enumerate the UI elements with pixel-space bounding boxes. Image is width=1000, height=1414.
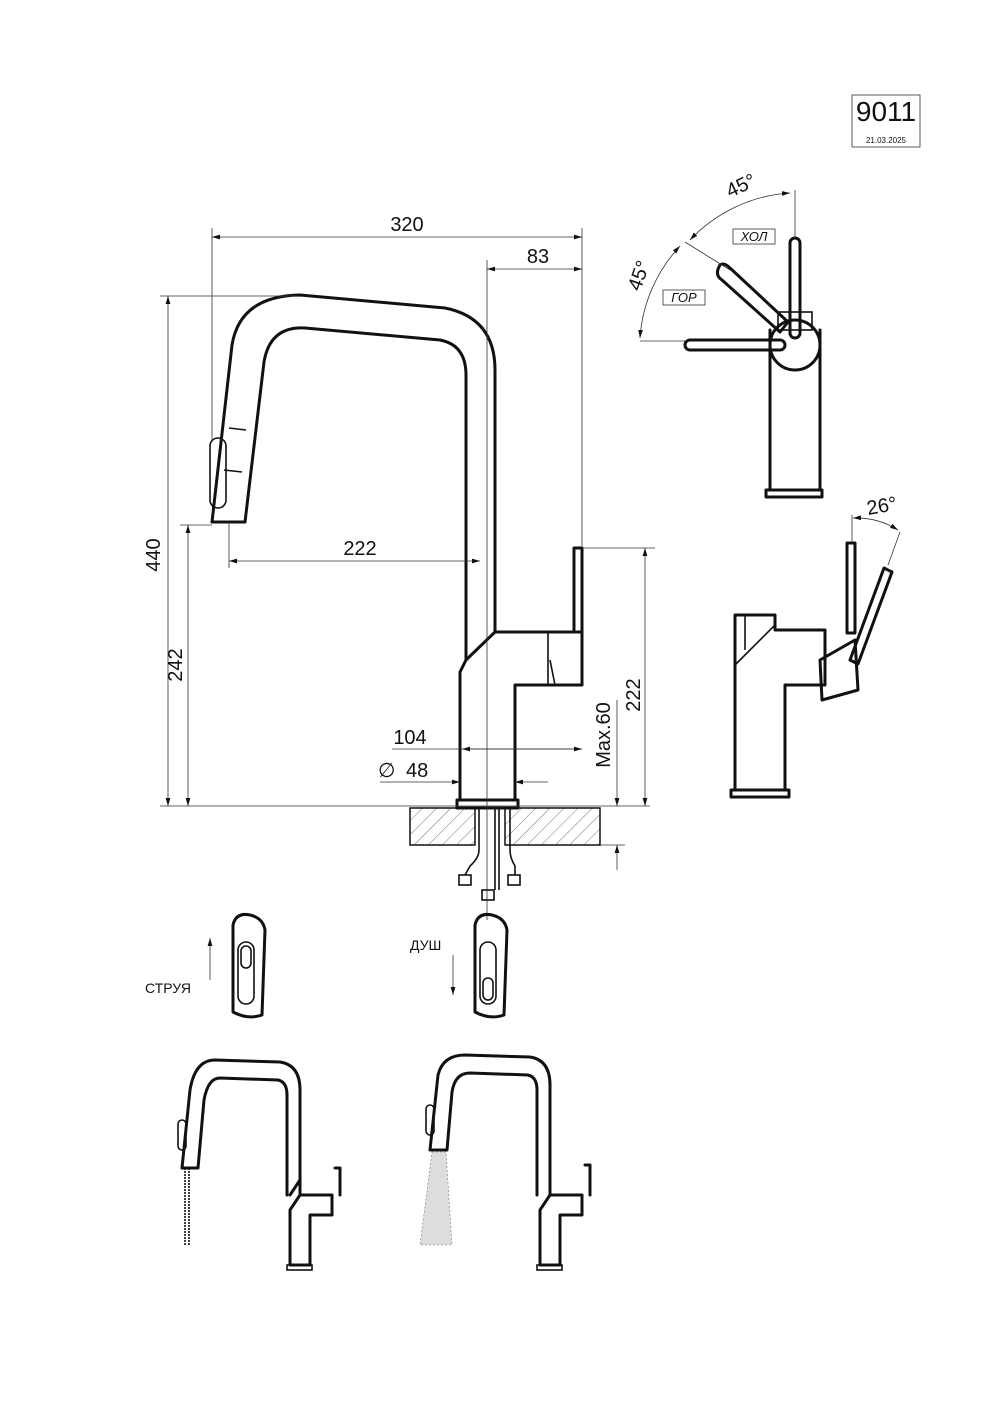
faucet-shower-mode: [419, 1053, 592, 1271]
spout-inner: [243, 326, 468, 662]
faucet-outline-shower: [428, 1053, 592, 1267]
button-slot-stream: [237, 941, 255, 1005]
spray-button: [209, 437, 227, 509]
tilt-lever-closed: [845, 541, 857, 635]
base-stream: [286, 1264, 313, 1271]
base-plate: [455, 798, 520, 810]
base-shower: [536, 1264, 563, 1271]
dim-83-label: 83: [527, 246, 549, 268]
tilt-angle-arc: [852, 515, 899, 531]
body: [458, 546, 584, 802]
hose-nut-left: [458, 874, 472, 886]
dim-320-label: 320: [390, 214, 423, 236]
mode-stream-detail: СТРУЯ: [145, 913, 267, 1019]
button-shower-pressed: [482, 977, 494, 1001]
dim-222-reach-label: 222: [343, 538, 376, 560]
mode-shower-detail: ДУШ: [410, 913, 509, 1019]
dim-104-label: 104: [393, 727, 426, 749]
dim-242-label: 242: [165, 648, 187, 681]
lever-hot-position: [683, 338, 787, 352]
lever-mid-position: [715, 262, 790, 334]
dimension-lines: 320 83 440 242 222 222 Max.60 104 ∅ 48: [143, 214, 655, 870]
shower-label: ДУШ: [410, 937, 441, 953]
supply-hoses: [464, 808, 516, 890]
countertop-left: [409, 807, 476, 846]
head-button-stream: [177, 1119, 187, 1151]
dim-48-label: 48: [406, 760, 428, 782]
countertop-right: [504, 807, 601, 846]
title-frame: [851, 94, 921, 148]
side-base: [764, 488, 824, 499]
lever-cold-position: [788, 236, 802, 340]
hot-label: ГОР: [671, 290, 697, 305]
tilt-handle: [818, 638, 860, 702]
diameter-symbol: ∅: [378, 760, 395, 782]
faucet-outline-stream: [180, 1058, 342, 1267]
main-faucet-front-view: [209, 260, 601, 920]
faucet-stream-mode: [177, 1058, 342, 1271]
tilt-angle-label: 26°: [865, 493, 899, 520]
handle-joint: [547, 632, 556, 686]
hose-nut-right: [507, 874, 521, 886]
dim-440-label: 440: [143, 538, 165, 571]
head-shower: [473, 913, 509, 1019]
tilt-body: [733, 613, 827, 792]
title-block: 9011 21.03.2025: [851, 94, 921, 148]
button-slot-shower: [479, 941, 497, 1005]
water-stream: [184, 1168, 190, 1245]
cartridge-circle: [768, 318, 822, 372]
head-button-shower: [425, 1104, 435, 1136]
lever-tilt-view: 26°: [729, 493, 901, 799]
tilt-body-detail: [734, 615, 776, 666]
angle-hot-label: 45°: [624, 258, 655, 294]
cold-label-frame: [732, 228, 776, 245]
angle-arc-cold: [689, 191, 791, 241]
lever-rotation-view: 45° 45° ХОЛ ГОР: [624, 170, 824, 499]
angle-arc-hot: [638, 245, 681, 339]
dim-max60-label: Max.60: [593, 702, 615, 768]
angle-cold-label: 45°: [723, 170, 760, 203]
tilt-base: [729, 788, 791, 799]
drawing-date: 21.03.2025: [866, 136, 907, 145]
spout-outer: [210, 293, 497, 634]
side-body: [768, 328, 822, 492]
pull-out-head-seam: [223, 427, 247, 473]
model-number: 9011: [856, 96, 916, 127]
hot-label-frame: [662, 289, 706, 306]
stream-label: СТРУЯ: [145, 980, 191, 996]
dim-222-height-label: 222: [623, 678, 645, 711]
head-stream: [231, 913, 267, 1019]
button-stream-pressed: [240, 945, 252, 969]
tilt-lever-open: [848, 566, 894, 666]
hose-nut-center: [481, 889, 495, 901]
water-spray: [419, 1151, 453, 1246]
cold-label: ХОЛ: [740, 229, 768, 244]
cartridge-housing: [777, 311, 813, 331]
